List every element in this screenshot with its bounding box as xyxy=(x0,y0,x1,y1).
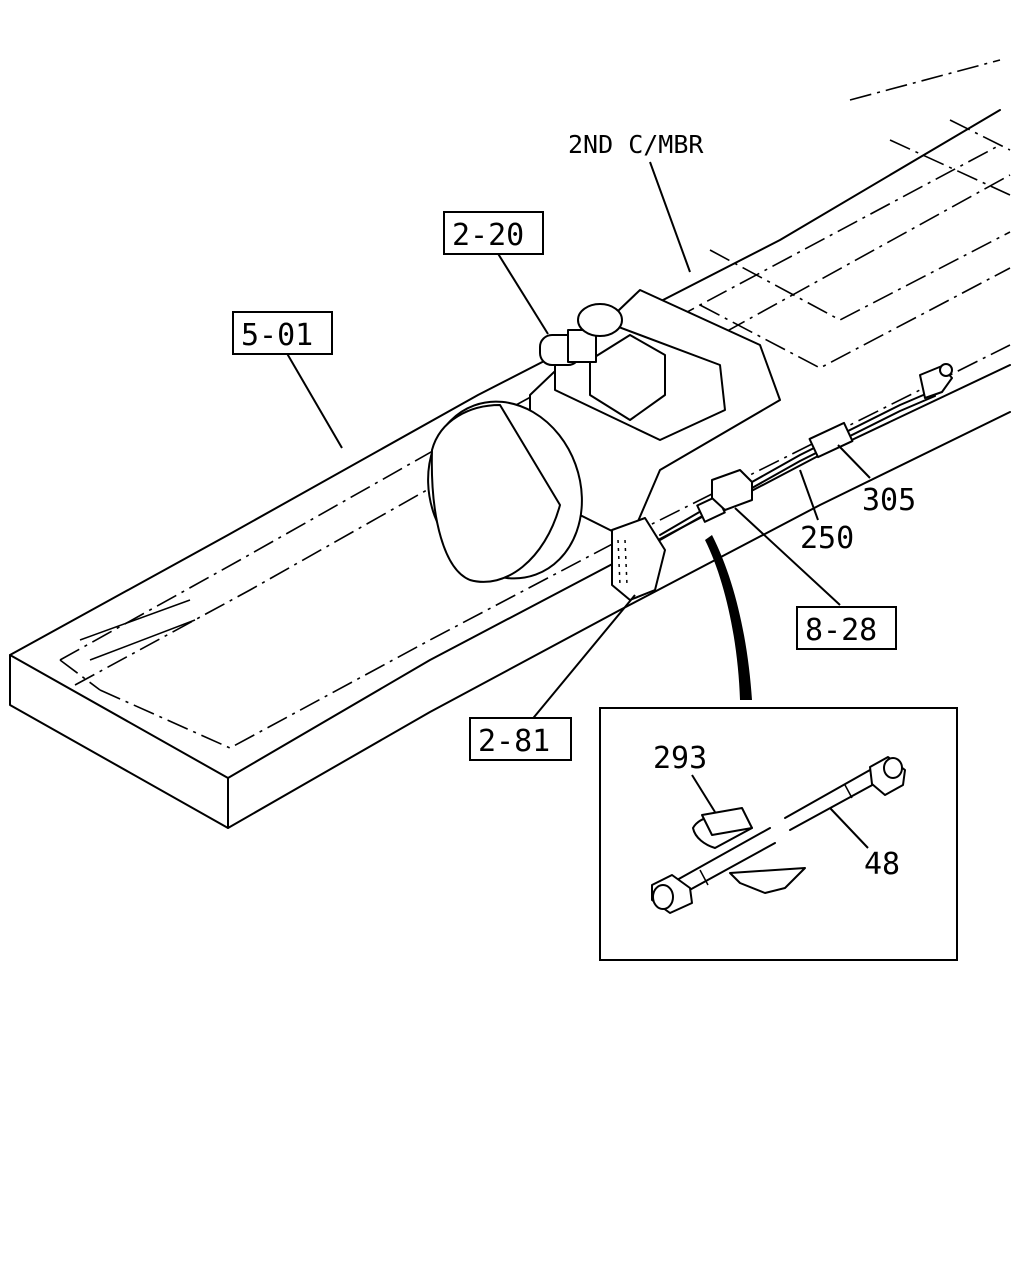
label-305: 305 xyxy=(862,483,916,518)
label-2nd-cmbr: 2ND C/MBR xyxy=(568,130,704,159)
callout-box-2-20 xyxy=(443,211,544,255)
callout-box-8-28 xyxy=(796,606,897,650)
label-2-20: 2-20 xyxy=(452,218,524,253)
label-8-28: 8-28 xyxy=(805,613,877,648)
callout-box-2-81 xyxy=(469,717,572,761)
label-250: 250 xyxy=(800,521,854,556)
label-48: 48 xyxy=(864,847,900,882)
detail-inset: 293 48 xyxy=(599,707,958,961)
label-293: 293 xyxy=(653,741,707,776)
label-5-01: 5-01 xyxy=(241,318,313,353)
transmission-assembly xyxy=(427,289,781,583)
label-2-81: 2-81 xyxy=(478,724,550,759)
leader-lines xyxy=(284,161,871,723)
callout-box-5-01 xyxy=(232,311,333,355)
detail-pointer-arrow xyxy=(705,535,752,700)
cable-assembly xyxy=(611,363,953,601)
